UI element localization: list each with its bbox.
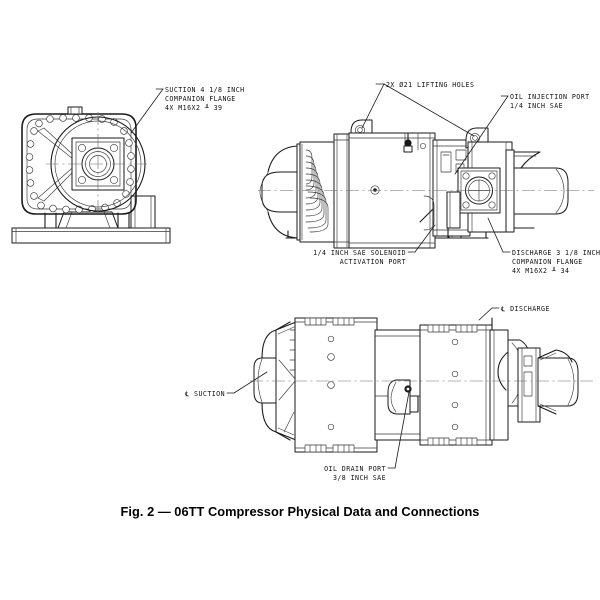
callout-oil-injection-port: OIL INJECTION PORT 1/4 INCH SAE bbox=[454, 93, 590, 175]
callout-lifting-holes-line1: 2X Ø21 LIFTING HOLES bbox=[386, 81, 474, 89]
end-view-left bbox=[11, 106, 171, 244]
callout-discharge-flange: DISCHARGE 3 1/8 INCH COMPANION FLANGE 4X… bbox=[487, 217, 600, 275]
figure-caption: Fig. 2 — 06TT Compressor Physical Data a… bbox=[120, 504, 480, 519]
plan-view-mount-plate-right bbox=[419, 324, 493, 446]
callout-discharge-centerline: ℄ DISCHARGE bbox=[478, 305, 550, 321]
side-view-top-fittings bbox=[403, 132, 426, 153]
callout-oil-drain-port: OIL DRAIN PORT 3/8 INCH SAE bbox=[324, 391, 410, 482]
callout-suction-flange-line3: 4X M16X2 ╨ 39 bbox=[165, 103, 222, 112]
side-view-collar-band bbox=[333, 133, 351, 249]
callout-suction-centerline: ℄ SUCTION bbox=[184, 371, 268, 398]
callout-suction-flange-line1: SUCTION 4 1/8 INCH bbox=[165, 86, 245, 94]
side-view-discharge-flange bbox=[419, 141, 513, 239]
callout-discharge-flange-line3: 4X M16X2 ╨ 34 bbox=[512, 266, 569, 275]
figure-caption-wrapper: Fig. 2 — 06TT Compressor Physical Data a… bbox=[0, 503, 600, 521]
callout-solenoid-port-line1: 1/4 INCH SAE SOLENOID bbox=[313, 249, 406, 257]
callout-suction-centerline-line1: ℄ SUCTION bbox=[184, 390, 225, 398]
callout-oil-drain-port-line2: 3/8 INCH SAE bbox=[333, 474, 386, 482]
callout-solenoid-port: 1/4 INCH SAE SOLENOID ACTIVATION PORT bbox=[313, 224, 436, 266]
callout-suction-flange-line2: COMPANION FLANGE bbox=[165, 95, 236, 103]
end-view-support-feet bbox=[44, 195, 156, 229]
callout-oil-injection-port-line1: OIL INJECTION PORT bbox=[510, 93, 590, 101]
side-view-finned-section bbox=[299, 141, 336, 243]
callout-discharge-centerline-line1: ℄ DISCHARGE bbox=[500, 305, 550, 313]
plan-view-discharge-end bbox=[489, 329, 579, 441]
callout-solenoid-port-line2: ACTIVATION PORT bbox=[340, 258, 406, 266]
plan-view bbox=[250, 317, 594, 453]
plan-view-suction-end bbox=[253, 321, 297, 441]
plan-view-mount-plate-left bbox=[294, 317, 378, 453]
end-view-centerlines bbox=[46, 112, 151, 216]
callout-discharge-flange-line1: DISCHARGE 3 1/8 INCH bbox=[512, 249, 600, 257]
callout-oil-injection-port-line2: 1/4 INCH SAE bbox=[510, 102, 563, 110]
callout-lifting-holes: 2X Ø21 LIFTING HOLES bbox=[361, 81, 475, 137]
callout-suction-flange: SUCTION 4 1/8 INCH COMPANION FLANGE 4X M… bbox=[130, 86, 245, 134]
callout-discharge-flange-line2: COMPANION FLANGE bbox=[512, 258, 583, 266]
side-elevation-view bbox=[258, 119, 594, 249]
end-view-base-rail bbox=[11, 227, 171, 244]
callout-oil-drain-port-line1: OIL DRAIN PORT bbox=[324, 465, 386, 473]
side-view-motor-stub bbox=[505, 149, 569, 233]
